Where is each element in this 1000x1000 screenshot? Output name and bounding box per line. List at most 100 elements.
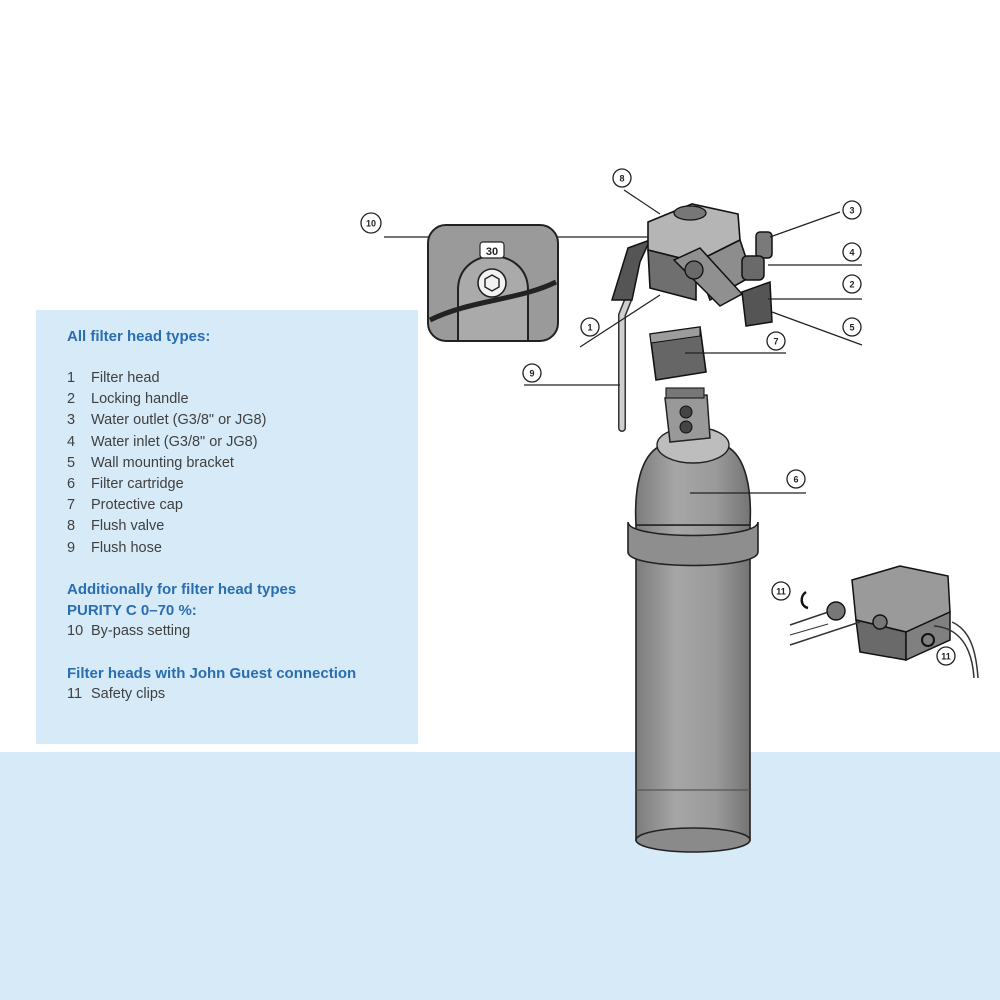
safety-clip-left [800, 590, 809, 610]
cartridge-bottom [635, 827, 751, 853]
hex-socket-icon [484, 274, 500, 292]
leader-line-3 [769, 211, 841, 238]
legend-item-label: Flush hose [91, 539, 162, 556]
legend-panel: All filter head types: 1 Filter head 2 Loc… [36, 310, 418, 744]
legend-heading-additional-line2: PURITY C 0–70 %: [67, 602, 197, 619]
legend-item: 7 Protective cap [67, 495, 407, 516]
jg-head-side [905, 610, 951, 662]
cartridge-neck [664, 394, 711, 443]
callout-4: 4 [842, 242, 862, 262]
cartridge-body [635, 524, 751, 841]
leader-lines [384, 189, 863, 494]
legend-item-label: Flush valve [91, 518, 165, 535]
callout-11-right: 11 [936, 646, 956, 666]
callout-7: 7 [766, 331, 786, 351]
callout-9: 9 [522, 363, 542, 383]
leader-line-1 [579, 294, 661, 348]
leader-line-8 [623, 189, 661, 215]
background-band [0, 752, 1000, 1000]
legend-item: 8 Flush valve [67, 516, 407, 537]
bypass-knob [477, 268, 507, 298]
callout-number: 10 [366, 219, 376, 229]
legend-item-label: Water inlet (G3/8" or JG8) [91, 433, 258, 450]
legend-list-additional: 10 By-pass setting [67, 621, 407, 642]
callout-number: 11 [941, 652, 951, 662]
callout-number: 9 [529, 369, 534, 379]
callout-number: 2 [849, 280, 854, 290]
legend-item-label: Filter cartridge [91, 475, 184, 492]
legend-item-number: 3 [67, 412, 76, 429]
filter-cartridge [627, 387, 759, 853]
legend-item-label: Water outlet (G3/8" or JG8) [91, 412, 267, 429]
leader-line-5 [771, 311, 863, 346]
legend-item-number: 9 [67, 539, 76, 556]
bypass-setting-badge [479, 241, 505, 259]
flush-valve [673, 205, 707, 221]
filter-head-assembly [610, 203, 773, 327]
legend-item: 6 Filter cartridge [67, 474, 407, 495]
bypass-inset: 30 [427, 224, 559, 342]
locking-handle-pivot [684, 260, 704, 280]
callout-2: 2 [842, 274, 862, 294]
legend-item: 3 Water outlet (G3/8" or JG8) [67, 410, 407, 431]
jg-tube-right-outer [951, 621, 979, 679]
legend-item-label: Safety clips [91, 686, 166, 702]
legend-heading-additional-line1: Additionally for filter head types [67, 581, 297, 598]
water-outlet [755, 231, 773, 259]
john-guest-detail [789, 565, 979, 679]
legend-item-number: 10 [67, 623, 84, 639]
callout-8: 8 [612, 168, 632, 188]
legend-item-number: 8 [67, 518, 76, 535]
legend-item: 4 Water inlet (G3/8" or JG8) [67, 432, 407, 453]
legend-item-number: 7 [67, 497, 76, 514]
callout-number: 7 [773, 337, 778, 347]
legend-item-number: 1 [67, 370, 76, 386]
cartridge-ring [627, 521, 759, 567]
bypass-inset-edge [428, 279, 558, 323]
wall-bracket-left [610, 238, 652, 301]
jg-tube-left [789, 607, 861, 646]
legend-item: 9 Flush hose [67, 538, 407, 559]
cap-top [649, 326, 701, 344]
legend-item-number: 2 [67, 391, 76, 408]
callout-1: 1 [580, 317, 600, 337]
cartridge-port-upper [679, 405, 693, 419]
legend-item: 5 Wall mounting bracket [67, 453, 407, 474]
legend-item-label: Wall mounting bracket [91, 454, 234, 471]
callouts: 1 2 3 4 5 6 7 8 [360, 168, 956, 666]
legend-item: 1 Filter head [67, 368, 407, 389]
legend-item: 2 Locking handle [67, 389, 407, 410]
legend-item-label: By-pass setting [91, 623, 191, 639]
callout-number: 6 [793, 475, 798, 485]
legend-item-number: 5 [67, 454, 76, 471]
callout-3: 3 [842, 200, 862, 220]
protective-cap [649, 326, 707, 381]
jg-inlet-fitting [826, 601, 846, 621]
jg-tube-right [933, 625, 975, 679]
callout-number: 4 [849, 248, 854, 258]
callout-number: 8 [619, 174, 624, 184]
jg-flow-arrow [789, 623, 829, 636]
legend-item-label: Locking handle [91, 391, 189, 408]
bypass-setting-value: 30 [486, 246, 498, 258]
cartridge-neck-top [665, 387, 705, 399]
callout-6: 6 [786, 469, 806, 489]
callout-5: 5 [842, 317, 862, 337]
legend-item-number: 4 [67, 433, 76, 450]
callout-number: 1 [587, 323, 592, 333]
safety-clip-right [921, 633, 935, 647]
legend-item-number: 6 [67, 475, 76, 492]
legend-heading-additional: Additionally for filter head types PURIT… [67, 579, 296, 621]
legend-item-label: Filter head [91, 370, 160, 386]
callout-10: 10 [360, 212, 382, 234]
legend-item-label: Protective cap [91, 497, 183, 514]
cartridge-port-lower [679, 420, 693, 434]
legend-item: 10 By-pass setting [67, 621, 407, 642]
jg-outlet-fitting [872, 614, 888, 630]
legend-heading-john-guest: Filter heads with John Guest connection [67, 665, 357, 682]
callout-number: 5 [849, 323, 854, 333]
legend-heading-all: All filter head types: [67, 328, 211, 345]
